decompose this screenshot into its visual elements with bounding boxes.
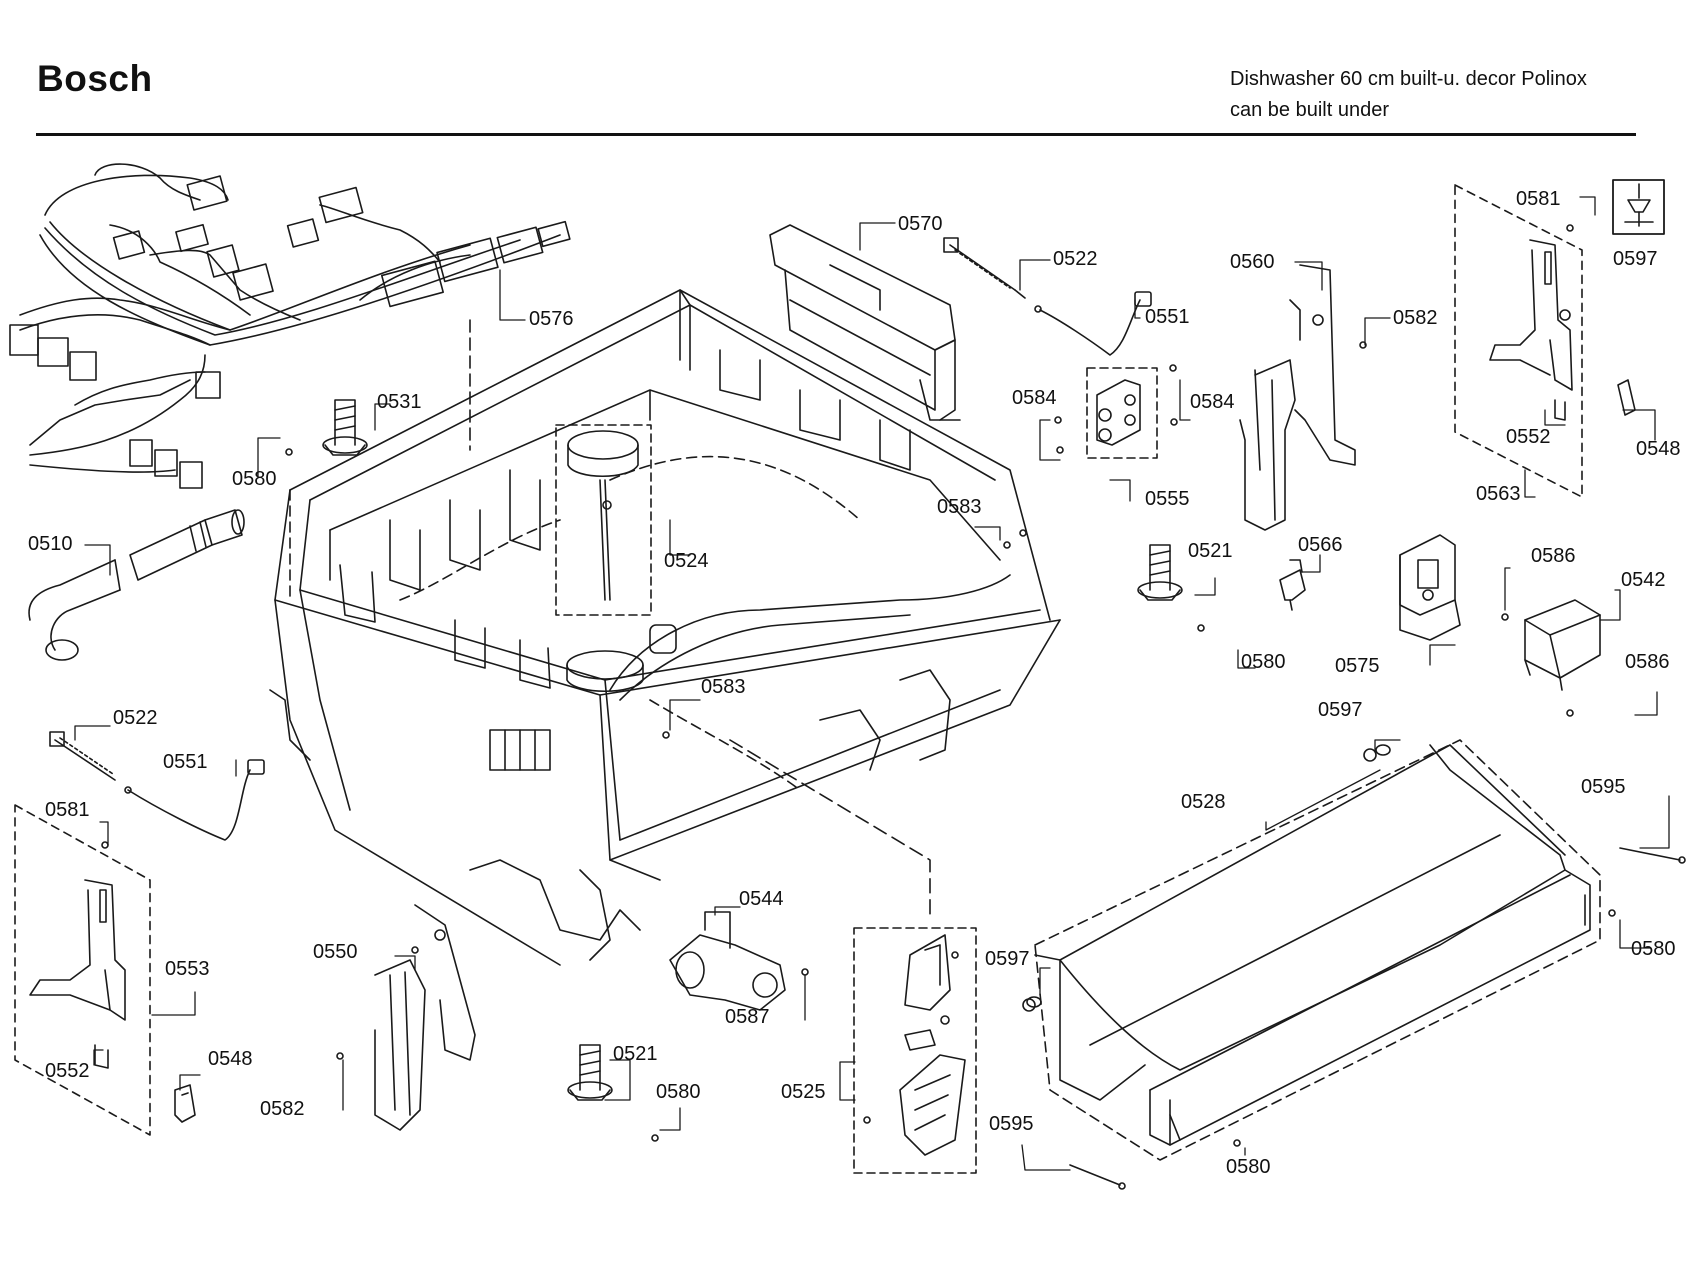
header-rule <box>36 133 1636 136</box>
part-label-0580-b: 0580 <box>1241 651 1286 673</box>
part-label-0580-a: 0580 <box>232 468 277 490</box>
screws-0595-drawing <box>1069 847 1686 1190</box>
hinge-assembly-0553-drawing <box>29 841 126 1069</box>
part-label-0582-top: 0582 <box>1393 307 1438 329</box>
part-label-0522-top: 0522 <box>1053 248 1098 270</box>
part-label-0597-top: 0597 <box>1613 248 1658 270</box>
model-description-line-1: Dishwasher 60 cm built-u. decor Polinox <box>1230 68 1587 90</box>
leader-lines <box>74 196 1670 1171</box>
spring-top-drawing <box>943 237 1026 299</box>
part-label-0583-top: 0583 <box>937 496 982 518</box>
foot-0521-right-drawing <box>1137 544 1183 601</box>
part-label-0555: 0555 <box>1145 488 1190 510</box>
part-label-0552-top: 0552 <box>1506 426 1551 448</box>
drain-hose-0510-drawing <box>28 509 245 661</box>
bracket-0575-drawing <box>1399 534 1461 641</box>
part-label-0542: 0542 <box>1621 569 1666 591</box>
part-label-0524: 0524 <box>664 550 709 572</box>
kick-plate-0528-drawing <box>1026 739 1601 1161</box>
part-label-0584-left: 0584 <box>1012 387 1057 409</box>
bracket-0555-drawing <box>1054 364 1178 454</box>
cover-0542-drawing <box>1524 599 1601 691</box>
part-label-0597-left: 0597 <box>985 948 1030 970</box>
part-labels: 0570 0522 0560 0581 0597 0551 0576 0582 … <box>28 188 1681 1178</box>
part-label-0550: 0550 <box>313 941 358 963</box>
base-frame-drawing <box>269 289 1061 966</box>
part-group-box-0524 <box>555 424 652 616</box>
foot-0531-drawing <box>322 399 368 456</box>
valve-0544-drawing <box>669 911 786 1011</box>
part-group-box-0525 <box>853 927 977 1174</box>
part-label-0552-left: 0552 <box>45 1060 90 1082</box>
clip-0597-icon-box <box>1612 179 1665 235</box>
part-label-0521-right: 0521 <box>1188 540 1233 562</box>
part-group-box-0555 <box>1086 367 1158 459</box>
foot-0521-bottom-drawing <box>567 1044 613 1101</box>
part-label-0586-top: 0586 <box>1531 545 1576 567</box>
part-label-0528: 0528 <box>1181 791 1226 813</box>
part-label-0551-top: 0551 <box>1145 306 1190 328</box>
part-group-box-0553 <box>14 804 151 1136</box>
hinge-bracket-right-drawing <box>1239 264 1367 531</box>
part-label-0595-right: 0595 <box>1581 776 1626 798</box>
model-description-line-2: can be built under <box>1230 99 1390 121</box>
part-label-0582-left: 0582 <box>260 1098 305 1120</box>
brand-title: Bosch <box>37 58 153 99</box>
part-label-0586-bottom: 0586 <box>1625 651 1670 673</box>
part-label-0580-e: 0580 <box>1226 1156 1271 1178</box>
part-label-0521-bottom: 0521 <box>613 1043 658 1065</box>
part-label-0560: 0560 <box>1230 251 1275 273</box>
part-label-0583-mid: 0583 <box>701 676 746 698</box>
small-screws-drawing <box>285 448 1616 1147</box>
part-label-0575: 0575 <box>1335 655 1380 677</box>
spring-left-drawing <box>49 731 116 781</box>
part-label-0581-left: 0581 <box>45 799 90 821</box>
part-label-0584-right: 0584 <box>1190 391 1235 413</box>
bracket-0550-drawing <box>374 904 476 1131</box>
part-label-0580-c: 0580 <box>1631 938 1676 960</box>
part-label-0551-left: 0551 <box>163 751 208 773</box>
part-label-0510: 0510 <box>28 533 73 555</box>
part-label-0553: 0553 <box>165 958 210 980</box>
part-label-0548-left: 0548 <box>208 1048 253 1070</box>
part-label-0597-mid: 0597 <box>1318 699 1363 721</box>
part-label-0587: 0587 <box>725 1006 770 1028</box>
part-label-0581-top: 0581 <box>1516 188 1561 210</box>
part-label-0563: 0563 <box>1476 483 1521 505</box>
cable-left-drawing <box>124 759 265 841</box>
part-label-0580-d: 0580 <box>656 1081 701 1103</box>
part-group-box-0563 <box>1454 184 1583 498</box>
part-label-0522-left: 0522 <box>113 707 158 729</box>
clip-0548-left-drawing <box>174 1084 196 1123</box>
dispenser-drawing <box>769 224 961 421</box>
cable-top-drawing <box>1034 291 1152 356</box>
part-label-0525: 0525 <box>781 1081 826 1103</box>
part-label-0566: 0566 <box>1298 534 1343 556</box>
sensor-0566-drawing <box>1279 559 1306 611</box>
module-0525-drawing <box>863 934 966 1156</box>
model-description: Dishwasher 60 cm built-u. decor Polinox … <box>1230 64 1587 126</box>
part-label-0544: 0544 <box>739 888 784 910</box>
float-0524-drawing <box>567 430 639 601</box>
part-label-0548-top: 0548 <box>1636 438 1681 460</box>
part-label-0531: 0531 <box>377 391 422 413</box>
part-label-0570: 0570 <box>898 213 943 235</box>
part-label-0595-bottom: 0595 <box>989 1113 1034 1135</box>
wiring-harness-drawing <box>9 163 571 489</box>
part-label-0576: 0576 <box>529 308 574 330</box>
